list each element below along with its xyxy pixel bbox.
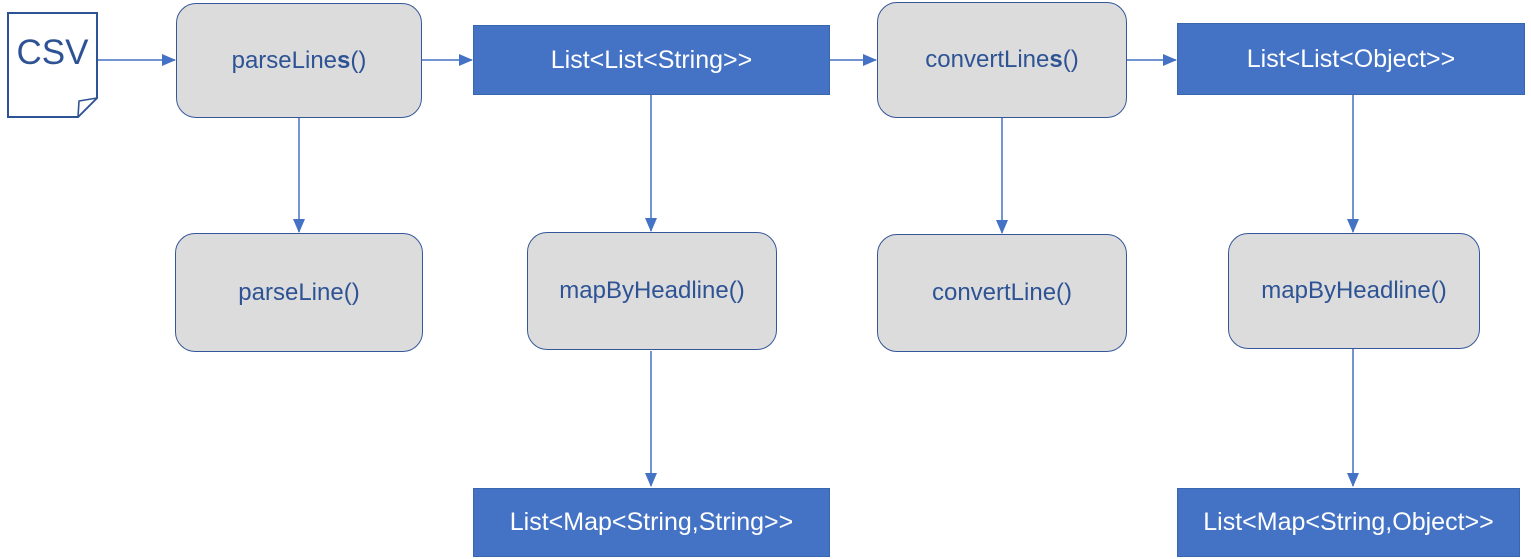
node-list-map-string-string-label: List<Map<String,String>> xyxy=(509,508,794,536)
node-list-list-string: List<List<String>> xyxy=(473,25,830,95)
node-parse-lines: parseLines() xyxy=(176,3,422,118)
node-list-map-string-object-label: List<Map<String,Object>> xyxy=(1203,508,1494,536)
node-map-by-headline-1-label: mapByHeadline() xyxy=(559,277,745,304)
node-list-map-string-object: List<Map<String,Object>> xyxy=(1177,488,1520,557)
node-parse-line: parseLine() xyxy=(175,233,423,352)
node-map-by-headline-1: mapByHeadline() xyxy=(527,232,777,350)
node-list-list-object-label: List<List<Object>> xyxy=(1246,44,1456,73)
node-list-list-object: List<List<Object>> xyxy=(1177,23,1525,95)
node-convert-lines-label: convertLines() xyxy=(925,46,1079,73)
node-list-list-string-label: List<List<String>> xyxy=(550,45,753,74)
node-convert-line-label: convertLine() xyxy=(931,279,1073,306)
node-list-map-string-string: List<Map<String,String>> xyxy=(473,488,830,557)
node-map-by-headline-2: mapByHeadline() xyxy=(1228,233,1480,349)
node-convert-line: convertLine() xyxy=(877,234,1127,352)
node-convert-lines: convertLines() xyxy=(877,2,1127,118)
node-parse-line-label: parseLine() xyxy=(238,278,360,306)
csv-document-icon xyxy=(7,12,98,118)
node-parse-lines-label: parseLines() xyxy=(231,46,367,74)
node-map-by-headline-2-label: mapByHeadline() xyxy=(1261,277,1447,304)
